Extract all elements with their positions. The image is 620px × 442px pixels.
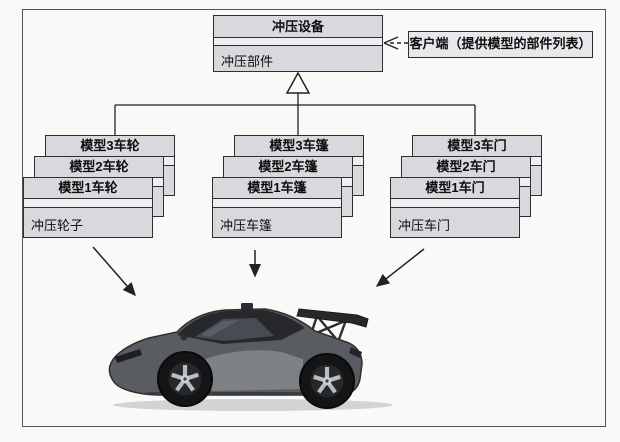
- car-rear-wheel: [299, 353, 355, 409]
- class-operation: 冲压车门: [398, 218, 451, 233]
- sports-car-illustration: [108, 303, 393, 411]
- class-model1-door: 模型1车门 冲压车门: [390, 177, 520, 238]
- class-attributes-compartment: [214, 38, 382, 46]
- class-operation: 冲压部件: [221, 54, 274, 69]
- class-model1-wheel: 模型1车轮 冲压轮子: [23, 177, 153, 238]
- arrow-left-to-car: [92, 246, 136, 297]
- car-shadow: [113, 399, 393, 411]
- class-title: 模型1车篷: [213, 178, 341, 199]
- class-model1-roof: 模型1车篷 冲压车篷: [212, 177, 342, 238]
- car-window-glare: [201, 320, 239, 337]
- class-attributes-compartment: [213, 199, 341, 208]
- class-operation: 冲压车篷: [220, 218, 273, 233]
- class-title: 模型3车轮: [46, 136, 174, 157]
- car-side-window: [195, 318, 274, 341]
- generalization-triangle-icon: [285, 71, 311, 94]
- car-front-wheel: [157, 351, 213, 407]
- arrow-right-to-car: [375, 248, 425, 287]
- note-open-arrowhead-icon: [383, 36, 399, 50]
- class-attributes-compartment: [24, 199, 152, 208]
- class-title: 模型2车门: [402, 157, 530, 178]
- class-title: 模型1车门: [391, 178, 519, 199]
- class-title: 冲压设备: [214, 16, 382, 38]
- class-title: 模型3车门: [413, 136, 541, 157]
- class-title: 模型3车篷: [235, 136, 363, 157]
- car-rear-light: [349, 347, 362, 358]
- class-stamping-equipment: 冲压设备 冲压部件: [213, 15, 383, 72]
- class-title: 模型2车轮: [35, 157, 163, 178]
- class-attributes-compartment: [391, 199, 519, 208]
- car-headlight: [115, 349, 142, 363]
- class-title: 模型1车轮: [24, 178, 152, 199]
- car-roof-scoop: [241, 303, 253, 311]
- car-mirror: [180, 333, 188, 341]
- car-spoiler: [296, 308, 369, 328]
- class-operation: 冲压轮子: [31, 218, 84, 233]
- car-side-panel: [200, 350, 303, 391]
- class-title: 模型2车篷: [224, 157, 352, 178]
- diagram-frame: [22, 9, 606, 427]
- note-client: 客户端（提供模型的部件列表）: [408, 31, 593, 58]
